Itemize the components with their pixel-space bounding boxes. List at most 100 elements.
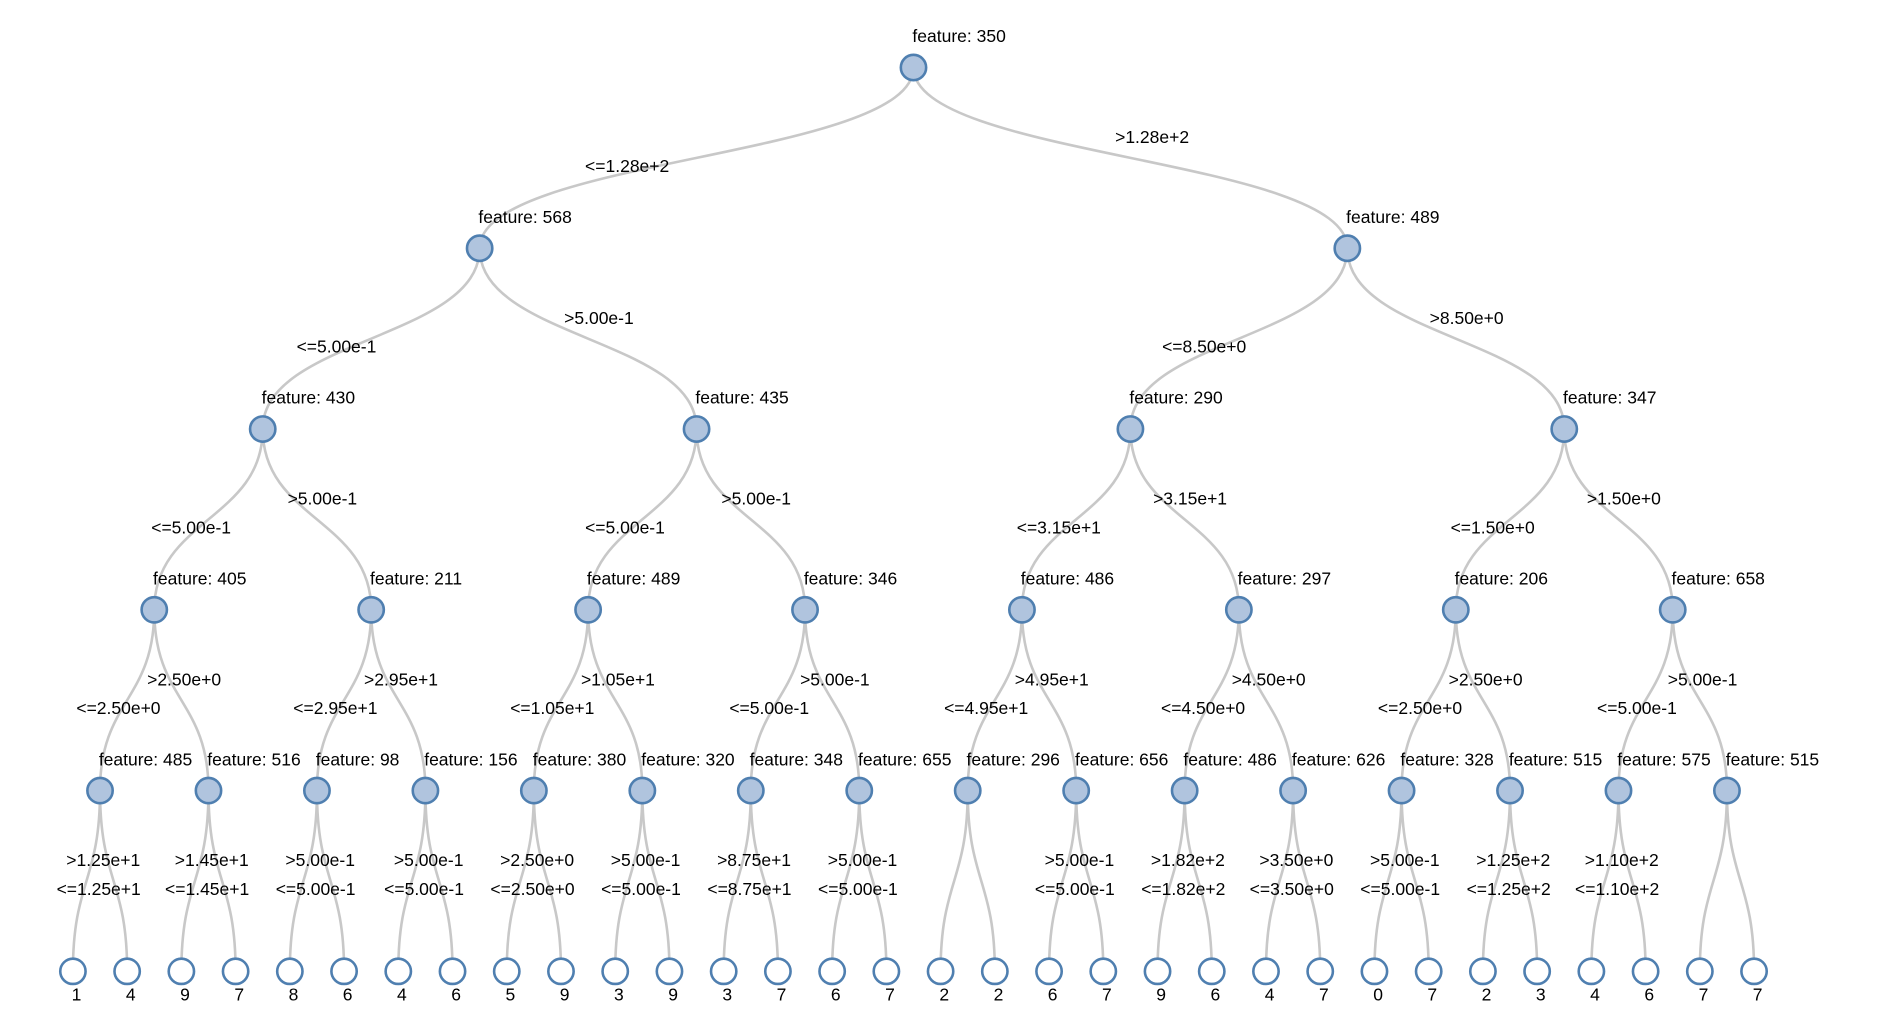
leaf-class-label: 4 (1265, 984, 1275, 1004)
edge-condition-label: <=5.00e-1 (601, 879, 681, 899)
edge-condition-label: >8.50e+0 (1430, 308, 1504, 328)
edge-condition-label: >1.05e+1 (581, 669, 655, 689)
leaf-class-label: 7 (885, 984, 895, 1004)
leaf-class-label: 3 (614, 984, 624, 1004)
split-node[interactable] (736, 776, 765, 805)
leaf-node[interactable] (1035, 957, 1064, 986)
leaf-node[interactable] (1468, 957, 1497, 986)
leaf-class-label: 6 (451, 984, 461, 1004)
split-node-label: feature: 328 (1400, 749, 1493, 769)
leaf-node[interactable] (167, 957, 196, 986)
leaf-node[interactable] (1523, 957, 1552, 986)
edge-condition-label: >5.00e-1 (285, 850, 355, 870)
split-node[interactable] (1279, 776, 1308, 805)
leaf-node[interactable] (1685, 957, 1714, 986)
tree-edge (613, 790, 644, 972)
leaf-node[interactable] (980, 957, 1009, 986)
split-node[interactable] (1441, 595, 1470, 624)
tree-edge (1020, 609, 1078, 791)
leaf-class-label: 6 (1048, 984, 1058, 1004)
split-node[interactable] (845, 776, 874, 805)
leaf-node[interactable] (113, 957, 142, 986)
split-node[interactable] (1712, 776, 1741, 805)
split-node[interactable] (519, 776, 548, 805)
split-node[interactable] (1496, 776, 1524, 805)
leaf-node[interactable] (438, 957, 467, 986)
leaf-node[interactable] (275, 957, 304, 986)
split-node-label: feature: 156 (424, 749, 517, 769)
leaf-node[interactable] (221, 957, 250, 986)
tree-edge (261, 248, 481, 430)
split-node[interactable] (1170, 776, 1199, 805)
split-node[interactable] (1224, 595, 1253, 624)
leaf-node[interactable] (1306, 957, 1335, 986)
split-node[interactable] (302, 776, 331, 805)
tree-edge (1047, 790, 1078, 972)
split-node[interactable] (628, 776, 657, 805)
split-node[interactable] (140, 595, 169, 624)
split-node[interactable] (791, 595, 819, 624)
split-node[interactable] (1658, 595, 1687, 624)
split-node[interactable] (357, 595, 386, 624)
leaf-class-label: 3 (722, 984, 732, 1004)
leaf-node[interactable] (1740, 957, 1769, 986)
split-node[interactable] (465, 234, 494, 263)
tree-edge (396, 790, 427, 972)
split-node[interactable] (682, 415, 711, 443)
tree-edge (1725, 790, 1756, 972)
split-node[interactable] (953, 776, 982, 805)
leaf-node[interactable] (492, 957, 521, 986)
edge-condition-label: >1.25e+2 (1476, 850, 1550, 870)
leaf-node[interactable] (58, 957, 87, 986)
split-node[interactable] (1062, 776, 1091, 805)
leaf-node[interactable] (330, 957, 359, 986)
leaf-class-label: 4 (1590, 984, 1600, 1004)
split-node-label: feature: 489 (587, 568, 680, 588)
split-node[interactable] (411, 776, 440, 805)
leaf-node[interactable] (763, 957, 792, 986)
split-node-label: feature: 296 (967, 749, 1060, 769)
tree-edge (532, 790, 563, 972)
leaf-node[interactable] (872, 957, 901, 986)
leaf-node[interactable] (818, 957, 847, 986)
split-node[interactable] (1116, 415, 1145, 443)
tree-edge (1481, 790, 1512, 972)
edge-condition-label: >3.15e+1 (1153, 489, 1227, 509)
leaf-node[interactable] (1143, 957, 1172, 986)
tree-edge (912, 67, 1349, 249)
leaf-node[interactable] (926, 957, 955, 986)
leaf-node[interactable] (601, 957, 630, 986)
edge-condition-label: <=1.82e+2 (1141, 879, 1225, 899)
edge-condition-label: >1.10e+2 (1585, 850, 1659, 870)
leaf-node[interactable] (1089, 957, 1118, 986)
leaf-node[interactable] (1577, 957, 1606, 986)
leaf-class-label: 9 (668, 984, 678, 1004)
tree-edge (1508, 790, 1539, 972)
leaf-node[interactable] (1197, 957, 1226, 986)
split-node[interactable] (1007, 595, 1036, 624)
leaf-node[interactable] (709, 957, 738, 986)
edge-condition-label: >5.00e-1 (1045, 850, 1115, 870)
split-node[interactable] (86, 776, 114, 805)
leaf-node[interactable] (655, 957, 684, 986)
leaf-node[interactable] (1631, 957, 1660, 986)
split-node[interactable] (1387, 776, 1416, 805)
split-node[interactable] (1550, 415, 1579, 443)
split-node[interactable] (574, 595, 603, 624)
split-node[interactable] (899, 53, 928, 82)
split-node[interactable] (194, 776, 223, 805)
edge-condition-label: <=2.50e+0 (1378, 698, 1462, 718)
split-node[interactable] (248, 415, 277, 443)
leaf-node[interactable] (1360, 957, 1389, 986)
split-node[interactable] (1604, 776, 1633, 805)
edge-condition-label: >8.75e+1 (717, 850, 791, 870)
leaf-node[interactable] (384, 957, 413, 986)
split-node-label: feature: 516 (207, 749, 300, 769)
tree-edge (1156, 790, 1186, 972)
split-node-label: feature: 486 (1021, 568, 1114, 588)
leaf-node[interactable] (1414, 957, 1443, 986)
leaf-node[interactable] (547, 957, 575, 986)
tree-edge (180, 790, 210, 972)
leaf-node[interactable] (1252, 957, 1280, 986)
split-node[interactable] (1333, 234, 1362, 263)
